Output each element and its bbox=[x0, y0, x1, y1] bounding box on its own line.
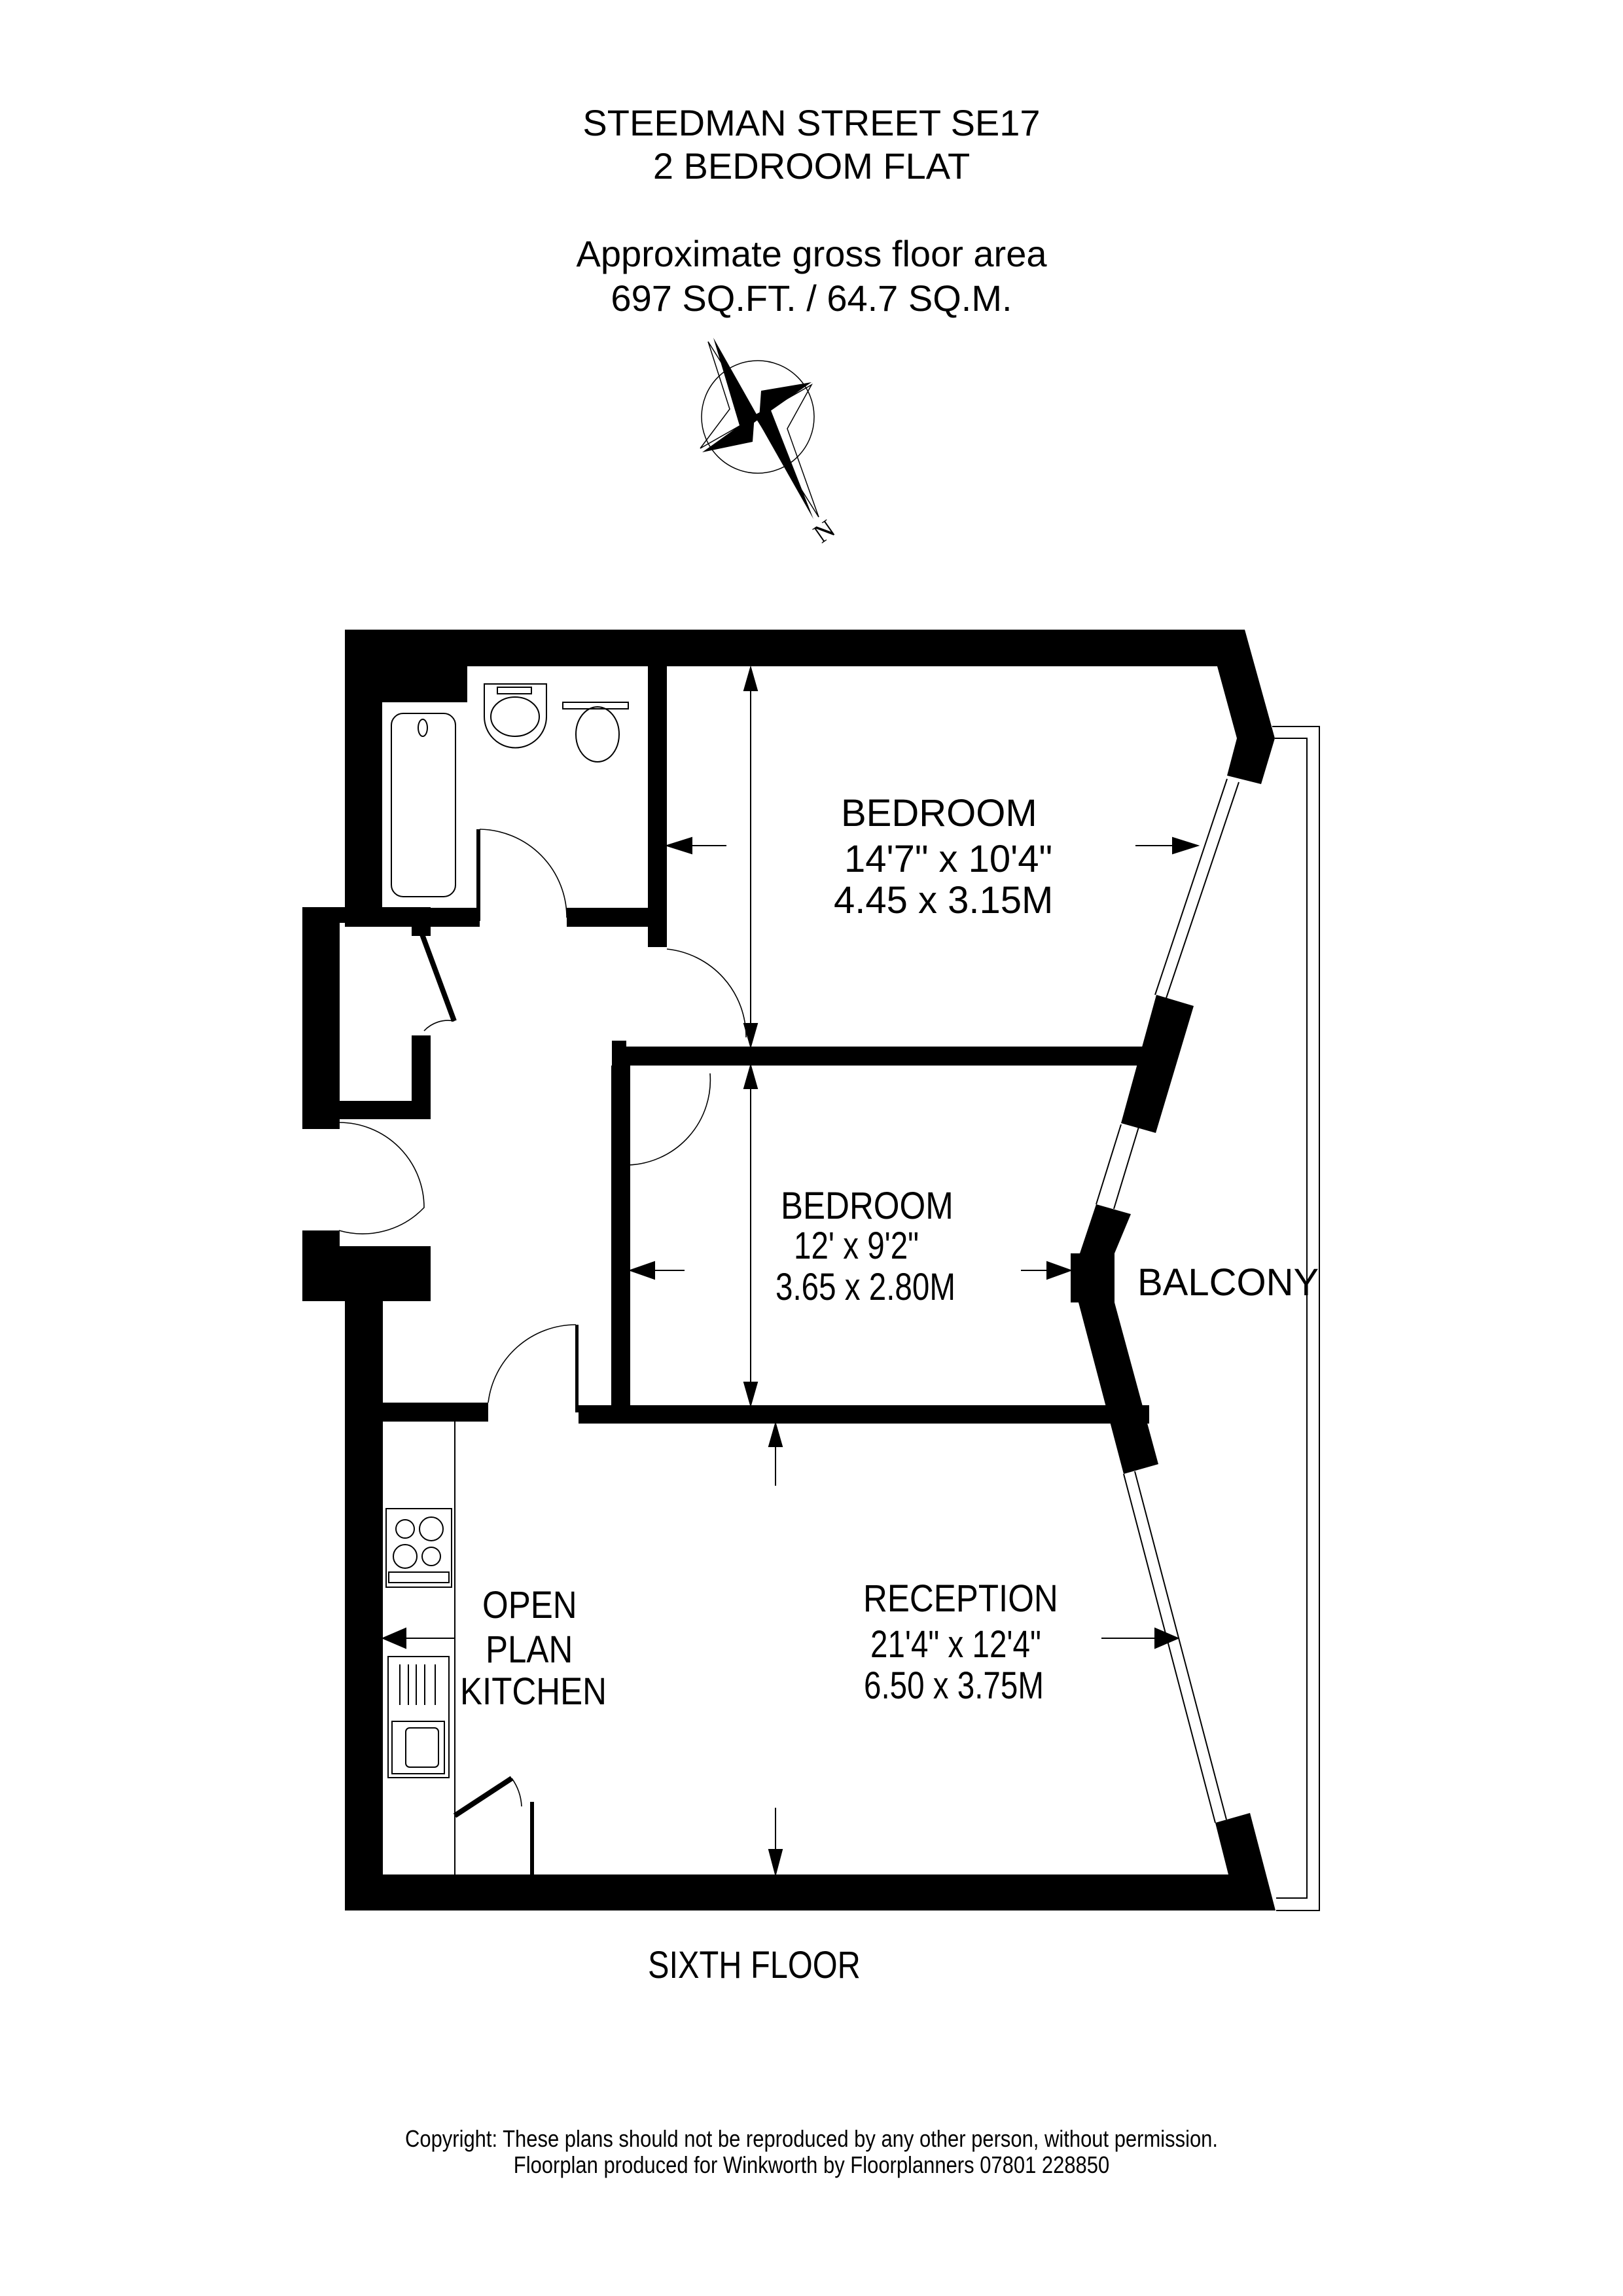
hob-icon bbox=[385, 1508, 452, 1588]
walls bbox=[302, 630, 1275, 1910]
balcony-railing bbox=[1272, 726, 1320, 1911]
dimension-arrows bbox=[381, 665, 1200, 1877]
sink-icon bbox=[387, 1656, 450, 1778]
room-dimensions-imperial: 14'7" x 10'4" bbox=[844, 838, 1053, 880]
area-value: 697 SQ.FT. / 64.7 SQ.M. bbox=[611, 278, 1012, 319]
bathtub-icon bbox=[391, 713, 456, 897]
kitchen-label-line2: PLAN bbox=[486, 1628, 573, 1671]
windows bbox=[1096, 778, 1240, 1823]
room-dimensions-metric: 4.45 x 3.15M bbox=[834, 879, 1054, 922]
floor-label: SIXTH FLOOR bbox=[648, 1944, 861, 1986]
room-balcony: BALCONY bbox=[1137, 1261, 1319, 1304]
room-dimensions-metric: 6.50 x 3.75M bbox=[864, 1664, 1044, 1707]
room-name: BEDROOM bbox=[841, 792, 1037, 834]
north-arrow-compass-icon bbox=[700, 338, 819, 519]
room-dimensions-imperial: 12' x 9'2" bbox=[794, 1225, 919, 1267]
property-type: 2 BEDROOM FLAT bbox=[652, 145, 971, 187]
credit-notice: Floorplan produced for Winkworth by Floo… bbox=[465, 2153, 1158, 2177]
toilet-icon bbox=[562, 702, 629, 762]
area-label: Approximate gross floor area bbox=[576, 233, 1047, 274]
room-dimensions-imperial: 21'4" x 12'4" bbox=[870, 1623, 1041, 1666]
washbasin-icon bbox=[484, 683, 547, 749]
room-dimensions-metric: 3.65 x 2.80M bbox=[776, 1266, 955, 1308]
copyright-text: Copyright: These plans should not be rep… bbox=[404, 2125, 1219, 2152]
door-swings bbox=[338, 829, 747, 1874]
address-title: STEEDMAN STREET SE17 bbox=[582, 102, 1041, 143]
kitchen-label-line1: OPEN bbox=[482, 1584, 577, 1626]
kitchen-label-line3: KITCHEN bbox=[460, 1670, 607, 1713]
room-name: BEDROOM bbox=[781, 1185, 954, 1227]
copyright-notice: Copyright: These plans should not be rep… bbox=[339, 2127, 1284, 2151]
room-name: RECEPTION bbox=[863, 1577, 1058, 1620]
credit-text: Floorplan produced for Winkworth by Floo… bbox=[513, 2151, 1110, 2178]
